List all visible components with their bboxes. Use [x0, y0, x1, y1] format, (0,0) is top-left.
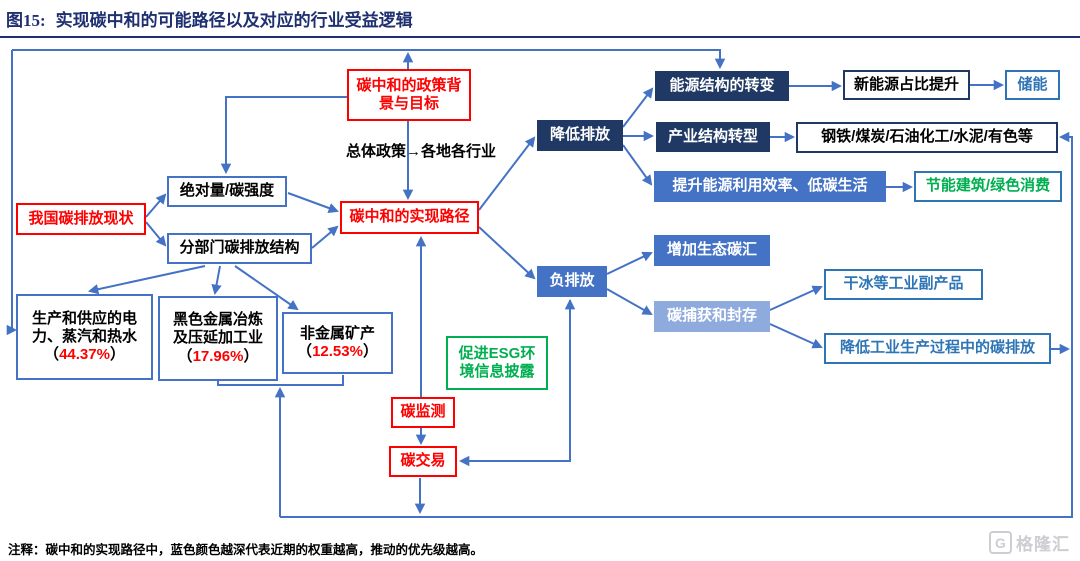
node-ferrous-metal: 黑色金属冶炼及压延加工业 （17.96%）: [158, 296, 278, 381]
node-carbon-trading: 碳交易: [389, 446, 457, 477]
node-industrial-transition: 产业结构转型: [656, 122, 770, 152]
gelonghui-logo-text: 格隆汇: [1016, 535, 1070, 554]
node-policy-background: 碳中和的政策背景与目标: [347, 69, 471, 121]
gelonghui-logo-icon: G: [989, 531, 1012, 554]
node-emission-status: 我国碳排放现状: [16, 203, 146, 235]
node-energy-transition: 能源结构的转变: [655, 71, 789, 101]
footnote: 注释：碳中和的实现路径中，蓝色颜色越深代表近期的权重越高，推动的优先级越高。: [8, 543, 484, 557]
power-supply-percent: （44.37%）: [44, 346, 125, 364]
node-heavy-industries: 钢铁/煤炭/石油化工/水泥/有色等: [796, 122, 1058, 153]
figure-title: 图15: 实现碳中和的可能路径以及对应的行业受益逻辑: [6, 6, 413, 31]
node-power-supply: 生产和供应的电力、蒸汽和热水 （44.37%）: [16, 294, 153, 380]
node-carbon-capture: 碳捕获和封存: [654, 301, 770, 332]
node-nonmetal-mineral: 非金属矿产 （12.53%）: [282, 312, 393, 374]
node-reduce-emissions: 降低排放: [537, 120, 623, 151]
node-negative-emissions: 负排放: [537, 266, 607, 297]
nonmetal-mineral-percent: （12.53%）: [297, 343, 378, 360]
node-industrial-process: 降低工业生产过程中的碳排放: [824, 333, 1051, 364]
figure-title-text: 实现碳中和的可能路径以及对应的行业受益逻辑: [55, 11, 413, 30]
gelonghui-logo: G 格隆汇: [989, 530, 1070, 555]
title-divider: [0, 36, 1080, 38]
node-esg-disclosure: 促进ESG环境信息披露: [446, 336, 548, 390]
figure-number: 图15:: [6, 11, 46, 30]
node-energy-storage: 储能: [1005, 70, 1060, 100]
node-realization-path: 碳中和的实现路径: [340, 201, 479, 234]
node-sector-structure: 分部门碳排放结构: [167, 233, 312, 264]
node-carbon-monitoring: 碳监测: [391, 397, 455, 428]
node-efficiency-lowcarbon: 提升能源利用效率、低碳生活: [654, 171, 886, 202]
connector-group: [6, 49, 1073, 518]
node-eco-carbon-sink: 增加生态碳汇: [654, 235, 770, 266]
ferrous-metal-percent: （17.96%）: [177, 347, 259, 365]
node-green-building: 节能建筑/绿色消费: [914, 171, 1062, 202]
node-dry-ice: 干冰等工业副产品: [824, 269, 983, 300]
label-overall-policy: 总体政策→各地各行业: [346, 143, 497, 160]
node-absolute-intensity: 绝对量/碳强度: [167, 176, 287, 207]
node-new-energy-share: 新能源占比提升: [843, 70, 970, 100]
